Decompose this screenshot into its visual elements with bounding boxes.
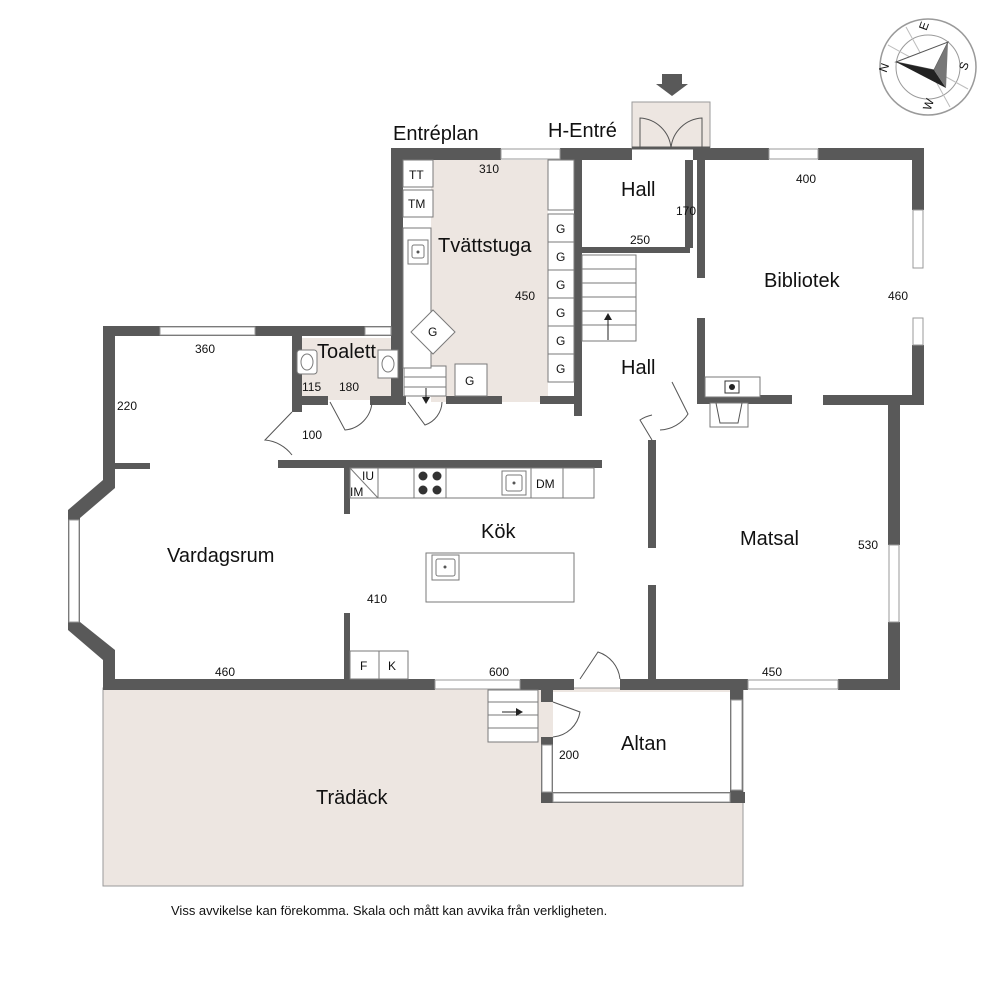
fixture-im-label: IM: [350, 485, 363, 499]
dim-tvatt-length: 450: [515, 289, 535, 303]
compass-rose-icon: [879, 18, 977, 116]
dim-vardagsrum-bottom: 460: [215, 665, 235, 679]
dim-vardagsrum-side: 220: [117, 399, 137, 413]
fixture-g-3-label: G: [556, 278, 565, 292]
tvattstuga-label: Tvättstuga: [438, 235, 532, 257]
fireplace: [704, 376, 761, 428]
tvattstuga-floor: [431, 160, 548, 402]
doors: [263, 381, 689, 738]
tradack-label: Trädäck: [316, 787, 389, 809]
fixture-f-label: F: [360, 659, 367, 673]
dim-kok-depth: 410: [367, 592, 387, 606]
kitchen-counter: [349, 467, 595, 499]
windows: [68, 148, 924, 803]
altan-floor: [553, 692, 736, 796]
dim-altan-depth: 200: [559, 748, 579, 762]
dim-matsal-length: 530: [858, 538, 878, 552]
altan-label: Altan: [621, 733, 667, 755]
bay-wall-top: [68, 480, 115, 518]
fixture-g-diamond-label: G: [428, 325, 437, 339]
fixture-tm-label: TM: [408, 197, 425, 211]
vardagsrum-label: Vardagsrum: [167, 545, 274, 567]
matsal-label: Matsal: [740, 528, 799, 550]
hall-lower-label: Hall: [621, 357, 655, 379]
dim-toalett-l: 180: [339, 380, 359, 394]
tvattstuga-fixtures: [402, 159, 575, 397]
entrance-arrow-icon: [656, 74, 688, 96]
fixture-tt-label: TT: [409, 168, 424, 182]
dim-vardagsrum-top: 360: [195, 342, 215, 356]
h-entre-label: H-Entré: [548, 120, 617, 142]
toalett-label: Toalett: [317, 341, 376, 363]
fixture-g-box-label: G: [465, 374, 474, 388]
dim-bibliotek-width: 400: [796, 172, 816, 186]
toalett-fixtures: [296, 349, 399, 379]
footer-note: Viss avvikelse kan förekomma. Skala och …: [171, 903, 607, 918]
fixture-g-6-label: G: [556, 362, 565, 376]
stairs-to-tradack: [487, 689, 539, 743]
fixture-k-label: K: [388, 659, 396, 673]
fixture-dm-label: DM: [536, 477, 555, 491]
dim-stair-width: 250: [630, 233, 650, 247]
fridge-freezer: [349, 650, 409, 680]
fixture-g-2-label: G: [556, 250, 565, 264]
dim-tvatt-width: 310: [479, 162, 499, 176]
bibliotek-label: Bibliotek: [764, 270, 841, 292]
kok-label: Kök: [481, 521, 516, 543]
fixture-g-4-label: G: [556, 306, 565, 320]
entrance-door[interactable]: [631, 101, 711, 150]
dim-hall-width: 170: [676, 204, 696, 218]
dim-matsal-bottom: 450: [762, 665, 782, 679]
hall-upper-label: Hall: [621, 179, 655, 201]
stairs-to-tvattstuga: [403, 365, 447, 404]
entreplan-label: Entréplan: [393, 123, 479, 145]
fixture-iu-label: IU: [362, 469, 374, 483]
dim-kok-bottom: 600: [489, 665, 509, 679]
dim-toalett-w: 115: [302, 380, 321, 394]
dim-passage: 100: [302, 428, 322, 442]
compass-w-label: W: [920, 96, 937, 112]
dim-bibliotek-length: 460: [888, 289, 908, 303]
stairs-to-upper: [581, 247, 690, 342]
fixture-g-5-label: G: [556, 334, 565, 348]
kitchen-island: [425, 552, 575, 603]
fixture-g-1-label: G: [556, 222, 565, 236]
bay-wall-bottom: [68, 622, 115, 660]
